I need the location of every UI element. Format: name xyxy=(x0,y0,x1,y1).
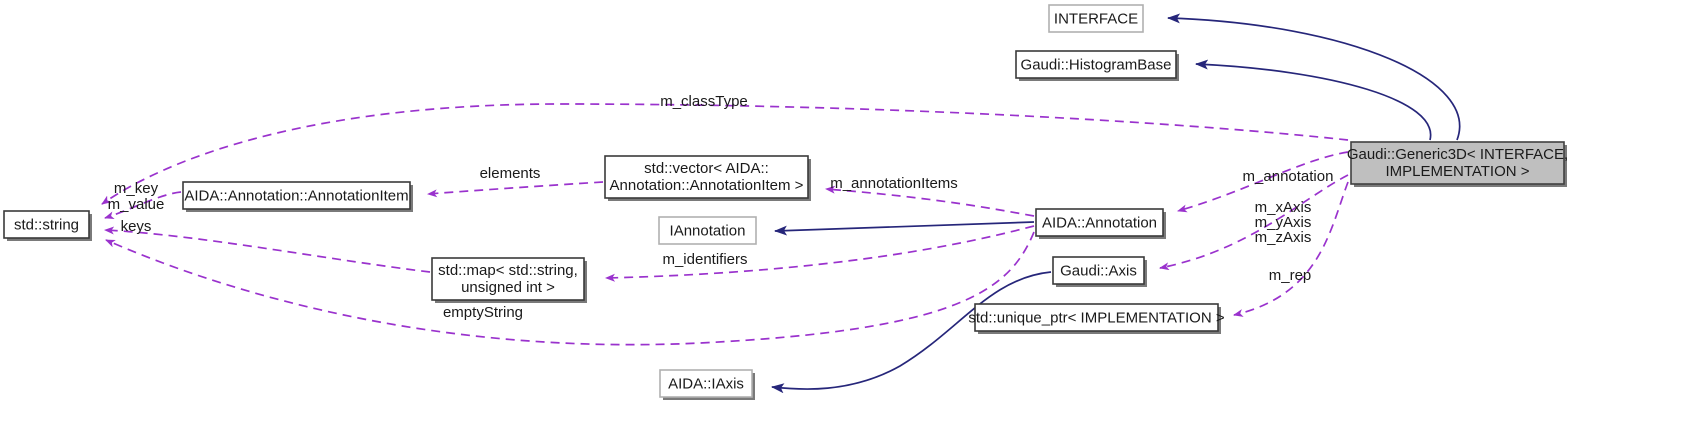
node-std-unique-ptr[interactable]: std::unique_ptr< IMPLEMENTATION > xyxy=(968,303,1225,334)
edge-m-rep: m_rep xyxy=(1233,181,1349,317)
edge-label-m-xaxis: m_xAxis xyxy=(1255,199,1312,216)
edge-emptystring: emptyString xyxy=(105,231,1035,346)
node-label-aida-annotation: AIDA::Annotation xyxy=(1042,214,1157,231)
edge-label-keys: keys xyxy=(121,218,152,235)
node-label-vector-line2: Annotation::AnnotationItem > xyxy=(610,177,804,194)
edge-interface-generic3d xyxy=(1167,13,1461,141)
node-label-std-map-line1: std::map< std::string, xyxy=(438,262,578,279)
edge-label-m-key: m_key xyxy=(114,180,159,197)
node-label-std-string: std::string xyxy=(14,216,79,233)
node-label-aida-iaxis: AIDA::IAxis xyxy=(668,375,744,392)
edge-m-annotation: m_annotation xyxy=(1177,151,1349,213)
edge-m-axes: m_xAxis m_yAxis m_zAxis xyxy=(1159,174,1349,271)
edge-m-annotationitems: m_annotationItems xyxy=(825,175,1035,217)
edge-m-identifiers: m_identifiers xyxy=(605,225,1035,282)
node-aida-iaxis[interactable]: AIDA::IAxis xyxy=(659,369,755,400)
node-label-gaudi-axis: Gaudi::Axis xyxy=(1060,262,1137,279)
edge-label-m-identifiers: m_identifiers xyxy=(662,251,747,268)
node-std-string[interactable]: std::string xyxy=(3,210,92,241)
node-aida-annotation-annotationitem[interactable]: AIDA::Annotation::AnnotationItem xyxy=(182,181,413,212)
node-aida-annotation[interactable]: AIDA::Annotation xyxy=(1035,208,1166,239)
node-label-annotationitem: AIDA::Annotation::AnnotationItem xyxy=(184,187,408,204)
edge-iannotation-annotation xyxy=(774,221,1035,236)
edge-label-m-rep: m_rep xyxy=(1269,267,1312,284)
edge-m-key-m-value: m_key m_value xyxy=(104,180,182,220)
node-std-vector-annotationitem[interactable]: std::vector< AIDA:: Annotation::Annotati… xyxy=(604,155,811,201)
node-label-interface: INTERFACE xyxy=(1054,10,1138,27)
node-label-generic3d-line2: IMPLEMENTATION > xyxy=(1385,163,1529,180)
edge-label-elements: elements xyxy=(480,165,541,182)
edge-iaxis-gaudiaxis xyxy=(771,271,1052,394)
edge-label-m-classtype: m_classType xyxy=(660,93,748,110)
node-label-std-map-line2: unsigned int > xyxy=(461,279,555,296)
node-label-iannotation: IAnnotation xyxy=(670,222,746,239)
node-iannotation[interactable]: IAnnotation xyxy=(658,216,757,245)
edge-label-m-annotationitems: m_annotationItems xyxy=(830,175,958,192)
edge-label-emptystring: emptyString xyxy=(443,304,523,321)
node-label-std-unique-ptr: std::unique_ptr< IMPLEMENTATION > xyxy=(968,309,1224,326)
edge-classtype: m_classType xyxy=(101,93,1349,205)
edge-keys: keys xyxy=(104,218,431,273)
edge-label-m-annotation: m_annotation xyxy=(1243,168,1334,185)
node-gaudi-axis[interactable]: Gaudi::Axis xyxy=(1052,256,1147,287)
node-label-vector-line1: std::vector< AIDA:: xyxy=(644,160,769,177)
edge-label-m-value: m_value xyxy=(108,196,165,213)
node-gaudi-generic3d[interactable]: Gaudi::Generic3D< INTERFACE, IMPLEMENTAT… xyxy=(1347,141,1568,187)
node-gaudi-histogrambase[interactable]: Gaudi::HistogramBase xyxy=(1015,50,1179,81)
edge-histogrambase-generic3d xyxy=(1195,59,1432,141)
edge-label-m-yaxis: m_yAxis xyxy=(1255,214,1312,231)
node-label-gaudi-histogrambase: Gaudi::HistogramBase xyxy=(1021,56,1172,73)
node-interface[interactable]: INTERFACE xyxy=(1048,4,1144,33)
edge-elements: elements xyxy=(427,165,604,198)
node-std-map[interactable]: std::map< std::string, unsigned int > xyxy=(431,257,587,303)
edge-label-m-zaxis: m_zAxis xyxy=(1255,229,1312,246)
node-label-generic3d-line1: Gaudi::Generic3D< INTERFACE, xyxy=(1347,146,1568,163)
